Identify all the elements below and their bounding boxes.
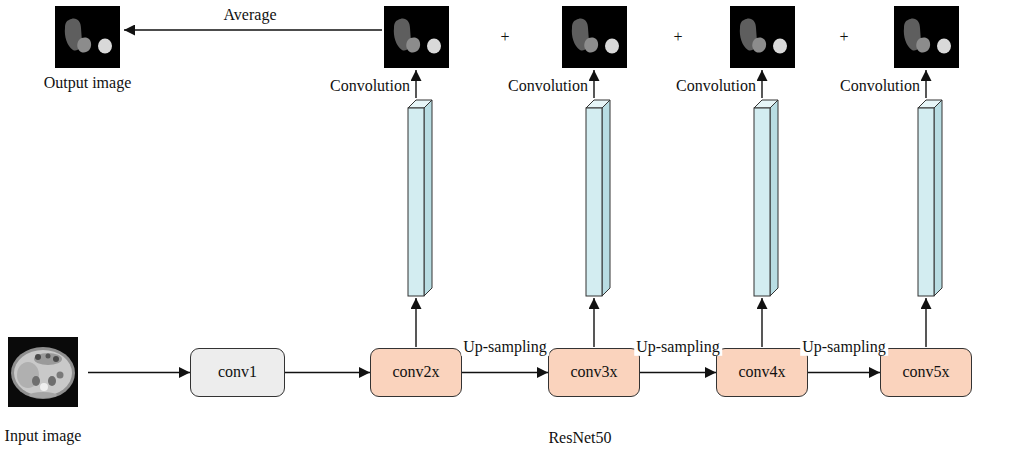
flow-arrow	[808, 372, 880, 373]
segmentation-image	[384, 6, 449, 68]
feature-arrow	[761, 298, 762, 347]
flow-arrow	[285, 372, 370, 373]
image-caption: Input image	[5, 427, 82, 445]
input-image: Input image	[8, 337, 78, 407]
feature-block	[754, 100, 778, 296]
block-label: conv5x	[902, 363, 949, 381]
conv-block: conv1	[190, 348, 285, 397]
conv-block: conv2x	[370, 348, 462, 397]
edge-label: Up-sampling	[634, 337, 722, 355]
segmentation-image	[894, 6, 959, 68]
segmentation-image	[730, 6, 795, 68]
operation-label: Convolution	[508, 77, 588, 95]
plus-sign: +	[500, 28, 509, 46]
feature-block	[918, 100, 942, 296]
convolution-arrow	[415, 70, 416, 98]
conv-block: conv5x	[880, 348, 972, 397]
block-label: conv4x	[738, 363, 785, 381]
block-label: conv1	[218, 363, 257, 381]
flow-arrow	[88, 372, 190, 373]
network-name: ResNet50	[548, 429, 611, 447]
conv-block: conv3x	[548, 348, 640, 397]
convolution-arrow	[593, 70, 594, 98]
average-arrow	[124, 29, 382, 30]
feature-block	[408, 100, 432, 296]
operation-label: Convolution	[676, 77, 756, 95]
image-caption: Output image	[44, 74, 132, 92]
feature-block	[586, 100, 610, 296]
segmentation-image	[562, 6, 627, 68]
flow-arrow	[462, 372, 548, 373]
edge-label: Up-sampling	[800, 337, 888, 355]
convolution-arrow	[761, 70, 762, 98]
block-label: conv2x	[392, 363, 439, 381]
output-image: Output image	[55, 6, 120, 68]
operation-label: Average	[224, 6, 277, 24]
block-label: conv3x	[570, 363, 617, 381]
feature-arrow	[593, 298, 594, 347]
operation-label: Convolution	[330, 77, 410, 95]
plus-sign: +	[673, 28, 682, 46]
conv-block: conv4x	[716, 348, 808, 397]
feature-arrow	[415, 298, 416, 347]
mri-image	[8, 337, 78, 407]
plus-sign: +	[839, 28, 848, 46]
edge-label: Up-sampling	[461, 337, 549, 355]
flow-arrow	[640, 372, 716, 373]
operation-label: Convolution	[840, 77, 920, 95]
convolution-arrow	[925, 70, 926, 98]
feature-arrow	[925, 298, 926, 347]
segmentation-image	[55, 6, 120, 68]
